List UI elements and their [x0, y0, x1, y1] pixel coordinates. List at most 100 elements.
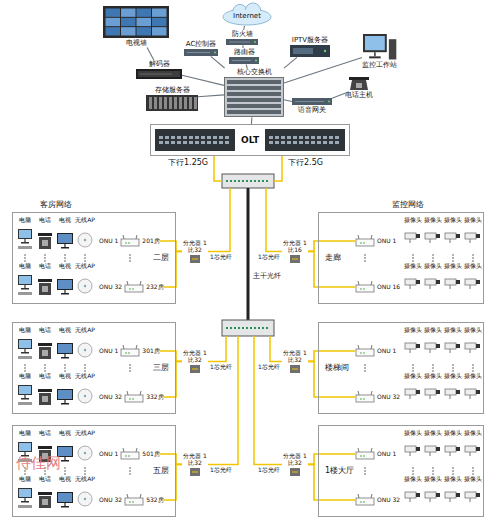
terminal-label: 无线AP — [75, 262, 95, 269]
drawing-part — [432, 254, 434, 256]
drawing-part — [126, 242, 128, 244]
onu-icon — [124, 281, 144, 293]
drawing-part — [155, 129, 235, 151]
drawing-part — [445, 389, 456, 395]
drawing-part — [358, 448, 359, 452]
drawing-part — [164, 97, 167, 109]
camera-label: 摄像头 — [423, 326, 443, 333]
onu-device: ONU 1 — [355, 345, 396, 357]
terminal-label: 电话 — [35, 372, 55, 379]
drawing-part — [436, 344, 440, 348]
drawing-part — [58, 390, 72, 399]
drawing-part — [214, 52, 216, 54]
network-connector — [284, 100, 292, 102]
drawing-part — [369, 56, 381, 58]
drawing-part — [126, 352, 128, 354]
onu-label: ONU 32 — [99, 496, 122, 503]
drawing-part — [472, 370, 474, 372]
terminal-label: 电脑 — [15, 262, 35, 269]
drawing-part — [39, 496, 51, 508]
drawing-part — [405, 233, 416, 239]
onu-label: ONU 1 — [99, 450, 118, 457]
drawing-part — [159, 136, 163, 139]
drawing-part — [44, 364, 46, 366]
terminal-label: 电话 — [35, 429, 55, 436]
drawing-part — [452, 260, 454, 262]
drawing-part — [64, 503, 65, 506]
drawing-part — [78, 279, 92, 293]
floor-devices — [13, 426, 177, 518]
onu-device: ONU 1501房 — [99, 448, 160, 460]
drawing-part — [129, 467, 131, 469]
odf-frame — [222, 320, 274, 336]
drawing-part — [317, 136, 321, 139]
drawing-part — [456, 344, 460, 348]
drawing-part — [405, 446, 416, 452]
fiber-connector — [308, 351, 355, 361]
drawing-part — [335, 136, 339, 139]
drawing-part — [179, 97, 182, 109]
drawing-part — [405, 279, 416, 285]
drawing-part — [472, 254, 474, 256]
drawing-part — [465, 492, 480, 502]
drawing-part — [425, 233, 440, 243]
drawing-part — [64, 290, 65, 293]
drawing-part — [425, 343, 440, 353]
splitter-icon — [190, 365, 200, 373]
drawing-part — [18, 229, 32, 249]
splitter-label: 分光器 1比32 — [282, 350, 308, 364]
drawing-part — [317, 141, 321, 144]
drawing-part — [465, 343, 480, 353]
network-connector — [246, 64, 247, 68]
drawing-part — [24, 239, 25, 242]
firewall: 防火墙 — [226, 30, 258, 45]
drawing-part — [195, 136, 199, 139]
device-icon — [226, 39, 258, 45]
camera-label: 摄像头 — [463, 429, 483, 436]
fiber-connector — [308, 454, 355, 464]
drawing-part — [24, 473, 26, 475]
device-label: 存储服务器 — [155, 86, 190, 94]
drawing-part — [432, 470, 434, 472]
camera-label: 摄像头 — [423, 262, 443, 269]
camera-label: 摄像头 — [423, 216, 443, 223]
drawing-part — [223, 9, 271, 25]
drawing-part — [61, 460, 69, 462]
terminal-label: 电话 — [35, 326, 55, 333]
drawing-part — [299, 141, 303, 144]
onu-label: ONU 1 — [377, 450, 396, 457]
floor-label: 三层 — [153, 363, 169, 373]
fiber-connector — [160, 454, 182, 464]
drawing-part — [476, 493, 480, 497]
drawing-part — [412, 467, 414, 469]
device-label: 语音网关 — [298, 106, 326, 114]
drawing-part — [64, 470, 66, 472]
drawing-part — [425, 233, 436, 239]
drawing-part — [78, 492, 92, 506]
drawing-part — [38, 233, 52, 249]
drawing-part — [219, 136, 223, 139]
drawing-part — [363, 242, 365, 244]
drawing-part — [129, 288, 131, 290]
drawing-part — [129, 257, 131, 259]
terminal-label: 电脑 — [15, 475, 35, 482]
drawing-part — [18, 292, 32, 295]
drawing-part — [57, 279, 73, 290]
drawing-part — [363, 34, 387, 52]
drawing-part — [64, 370, 66, 372]
drawing-part — [126, 455, 128, 457]
drawing-part — [274, 156, 282, 181]
camera-label: 摄像头 — [443, 216, 463, 223]
drawing-part — [201, 141, 205, 144]
drawing-part — [275, 136, 279, 139]
olt-box: OLT — [150, 124, 350, 156]
drawing-part — [183, 136, 187, 139]
router: 路由器 — [229, 48, 259, 64]
device-label: 防火墙 — [232, 30, 253, 38]
watermark: 侍佳网 — [16, 454, 61, 472]
drawing-part — [287, 136, 291, 139]
terminal-label: 电话 — [35, 475, 55, 482]
drawing-part — [84, 239, 86, 241]
room-label: 332房 — [146, 393, 163, 400]
drawing-part — [430, 395, 431, 399]
